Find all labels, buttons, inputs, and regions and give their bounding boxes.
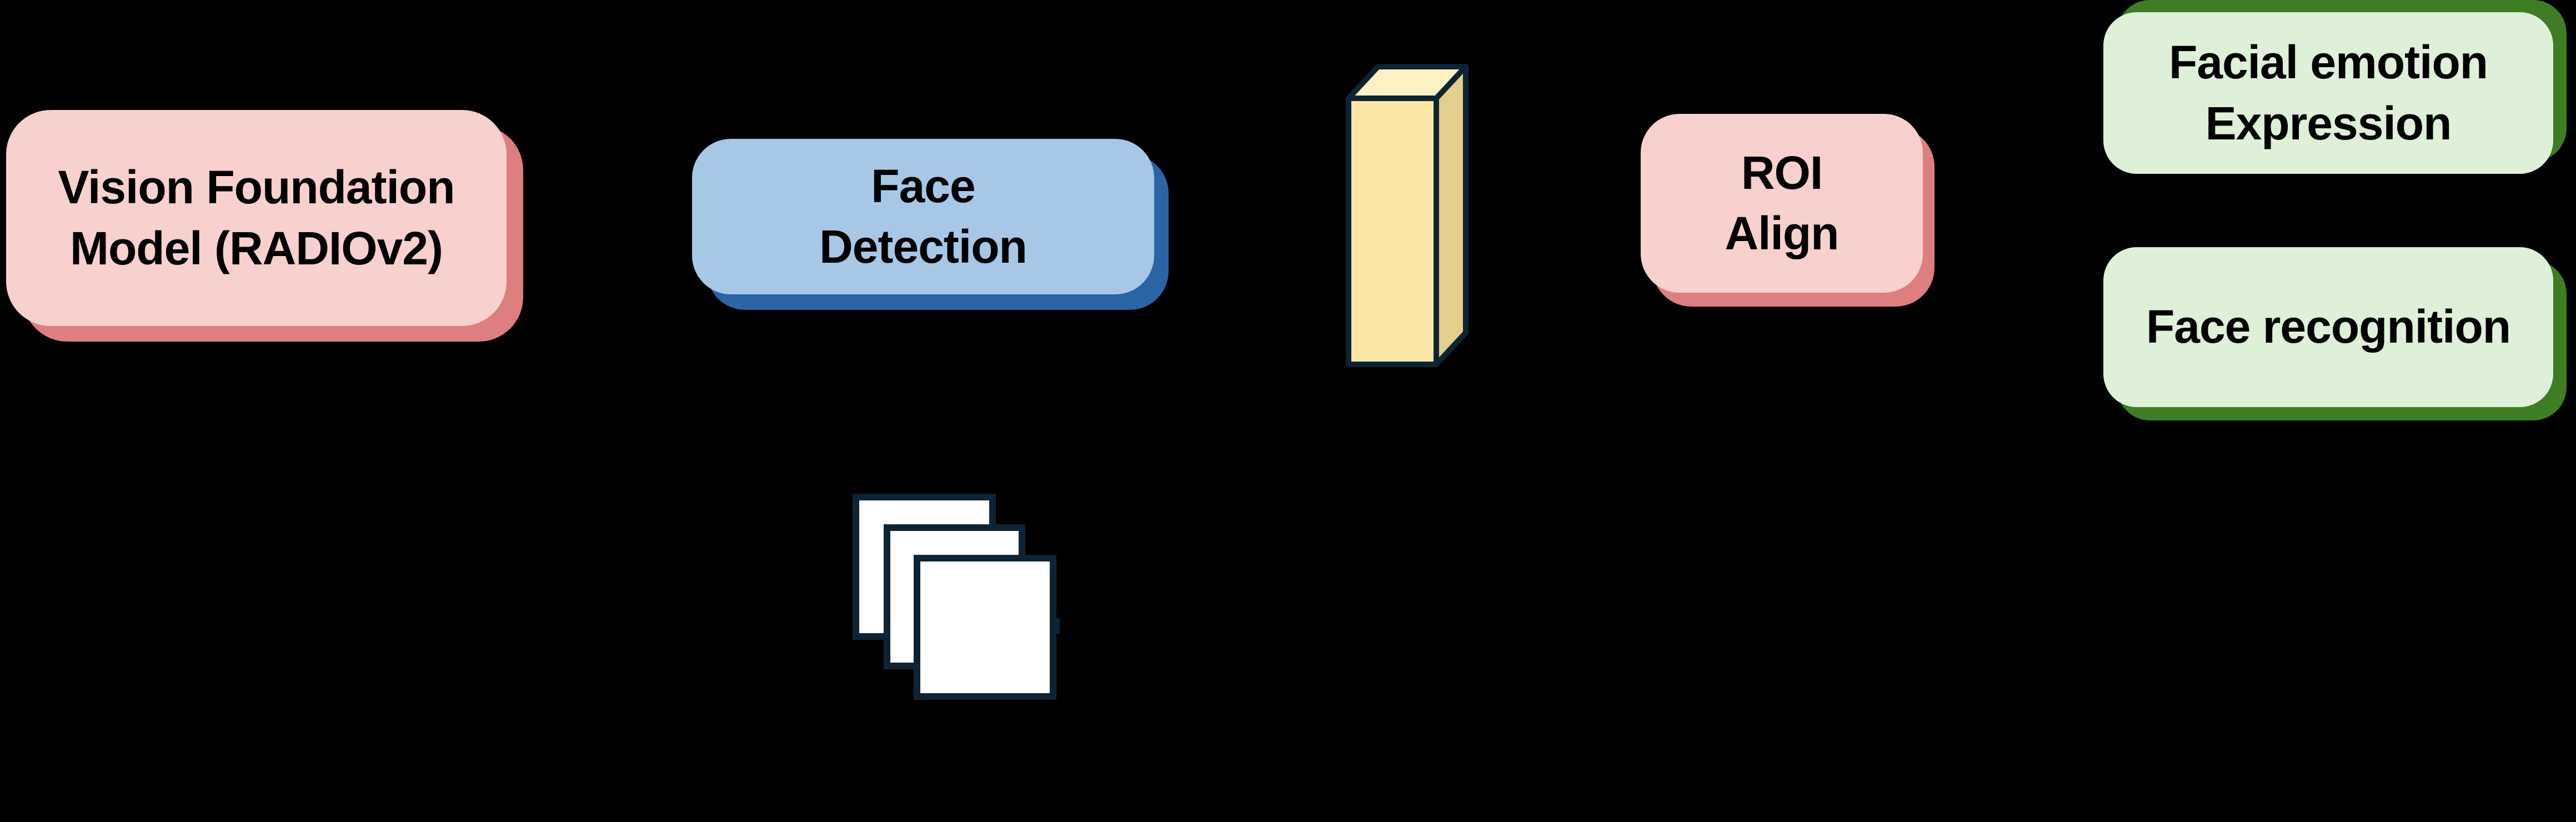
node-face-recognition: Face recognition (2103, 247, 2553, 407)
node-label-line: Face (871, 159, 975, 212)
node-label-line: Expression (2205, 97, 2452, 149)
image-stack-sheet (914, 555, 1056, 700)
feature-bar-icon (1346, 64, 1469, 367)
image-stack-connector-notch (1053, 618, 1060, 634)
node-roi-align: ROI Align (1641, 114, 1923, 293)
node-label-line: Facial emotion (2168, 36, 2488, 89)
node-facial-emotion-expression: Facial emotion Expression (2103, 12, 2553, 174)
node-label-line: ROI (1741, 146, 1823, 199)
feature-bar-front-face (1346, 96, 1439, 367)
node-label-line: Vision Foundation (58, 161, 455, 214)
node-label-line: Detection (819, 220, 1028, 273)
node-vision-foundation-model: Vision Foundation Model (RADIOv2) (6, 110, 507, 326)
node-face-detection: Face Detection (692, 139, 1154, 294)
node-label-line: Align (1725, 207, 1840, 259)
node-label-line: Face recognition (2146, 300, 2511, 353)
node-label-line: Model (RADIOv2) (69, 222, 443, 274)
feature-bar-side-face (1434, 64, 1469, 367)
